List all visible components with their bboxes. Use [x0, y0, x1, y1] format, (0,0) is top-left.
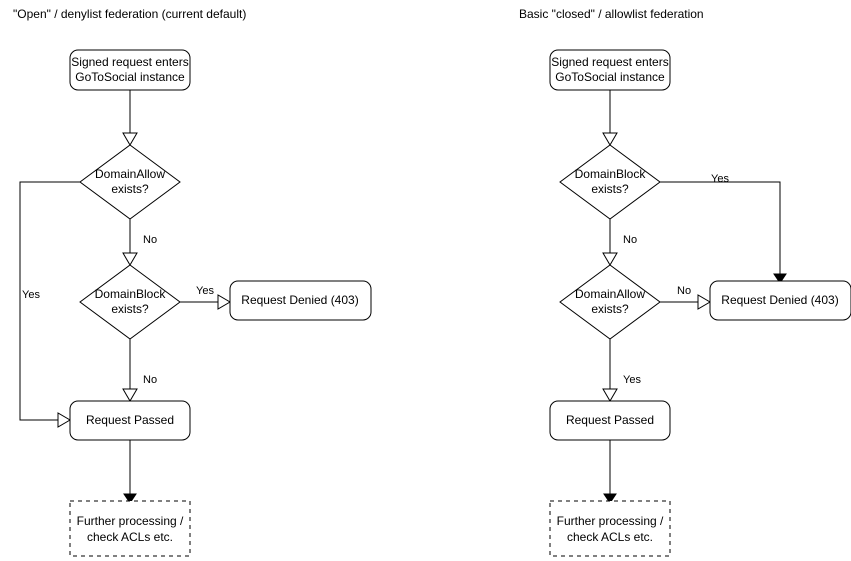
- node-further-processing-right: Further processing / check ACLs etc.: [549, 500, 671, 557]
- arrowhead-open-down: [602, 132, 618, 146]
- edge-passed-to-further-right: [603, 440, 617, 504]
- edge-allow-yes-left: Yes: [19, 181, 80, 428]
- domainblock-label-line1-right: DomainBlock: [575, 167, 647, 181]
- request-passed-label-right: Request Passed: [566, 413, 654, 427]
- edge-entry-to-block-right: [602, 90, 618, 146]
- further-processing-label-line2-right: check ACLs etc.: [567, 530, 653, 544]
- edge-passed-to-further-left: [123, 440, 137, 504]
- domainblock-label-line2-left: exists?: [111, 302, 149, 316]
- arrowhead-open-down: [122, 252, 138, 266]
- arrowhead-open-down: [602, 252, 618, 266]
- arrowhead-open-down: [602, 388, 618, 402]
- further-processing-label-line2-left: check ACLs etc.: [87, 530, 173, 544]
- arrowhead-filled-down: [123, 493, 137, 504]
- edge-allow-no-right: No: [660, 285, 711, 310]
- request-denied-label-left: Request Denied (403): [241, 293, 358, 307]
- panel-title-closed: Basic "closed" / allowlist federation: [519, 7, 704, 21]
- panel-open-federation: "Open" / denylist federation (current de…: [13, 7, 372, 557]
- domainblock-label-line2-right: exists?: [591, 182, 629, 196]
- arrowhead-open-right: [217, 294, 231, 310]
- arrowhead-filled-down: [773, 273, 787, 284]
- edge-block-yes-right: Yes: [660, 173, 787, 284]
- panel-title-open: "Open" / denylist federation (current de…: [13, 7, 246, 21]
- entry-label-line1-left: Signed request enters: [71, 55, 188, 69]
- edge-label-block-no-left: No: [143, 374, 157, 386]
- arrowhead-open-down: [122, 388, 138, 402]
- panel-closed-federation: Basic "closed" / allowlist federation Si…: [519, 7, 851, 557]
- arrowhead-open-right: [697, 294, 711, 310]
- edge-allow-yes-right: Yes: [602, 339, 641, 402]
- entry-label-line2-right: GoToSocial instance: [555, 70, 665, 84]
- arrowhead-filled-down: [603, 493, 617, 504]
- node-further-processing-left: Further processing / check ACLs etc.: [69, 500, 191, 557]
- further-processing-box-left: [69, 500, 191, 557]
- edge-label-allow-yes-left: Yes: [22, 289, 40, 301]
- arrowhead-open-right: [57, 412, 71, 428]
- further-processing-box-right: [549, 500, 671, 557]
- request-denied-box-right: [709, 280, 851, 321]
- arrowhead-open-down: [122, 132, 138, 146]
- node-decision-domainallow-right: DomainAllow exists?: [559, 264, 661, 340]
- node-entry-right: Signed request enters GoToSocial instanc…: [549, 49, 671, 91]
- further-processing-label-line1-right: Further processing /: [557, 514, 664, 528]
- node-decision-domainallow-left: DomainAllow exists?: [79, 144, 181, 220]
- request-denied-label-right: Request Denied (403): [721, 293, 838, 307]
- node-request-denied-right: Request Denied (403): [709, 280, 851, 321]
- request-passed-label-left: Request Passed: [86, 413, 174, 427]
- further-processing-label-line1-left: Further processing /: [77, 514, 184, 528]
- edge-allow-no-left: No: [122, 219, 157, 266]
- edge-label-allow-yes-right: Yes: [623, 374, 641, 386]
- edge-block-yes-left: Yes: [180, 285, 231, 310]
- edge-label-block-yes-right: Yes: [711, 173, 729, 185]
- node-entry-left: Signed request enters GoToSocial instanc…: [69, 49, 191, 91]
- node-request-denied-left: Request Denied (403): [229, 280, 372, 321]
- domainallow-label-line1-left: DomainAllow: [95, 167, 165, 181]
- edge-entry-to-allow-left: [122, 90, 138, 146]
- node-decision-domainblock-right: DomainBlock exists?: [559, 144, 661, 220]
- edge-label-allow-no-left: No: [143, 234, 157, 246]
- entry-label-line2-left: GoToSocial instance: [75, 70, 185, 84]
- domainallow-label-line2-right: exists?: [591, 302, 629, 316]
- edge-label-block-yes-left: Yes: [196, 285, 214, 297]
- domainblock-label-line1-left: DomainBlock: [95, 287, 167, 301]
- node-request-passed-right: Request Passed: [549, 400, 671, 441]
- edge-block-no-left: No: [122, 339, 157, 402]
- edge-label-allow-no-right: No: [677, 285, 691, 297]
- node-request-passed-left: Request Passed: [69, 400, 191, 441]
- edge-label-block-no-right: No: [623, 234, 637, 246]
- domainallow-label-line1-right: DomainAllow: [575, 287, 645, 301]
- request-denied-box-left: [229, 280, 372, 321]
- edge-block-no-right: No: [602, 219, 637, 266]
- domainallow-label-line2-left: exists?: [111, 182, 149, 196]
- node-decision-domainblock-left: DomainBlock exists?: [79, 264, 181, 340]
- entry-label-line1-right: Signed request enters: [551, 55, 668, 69]
